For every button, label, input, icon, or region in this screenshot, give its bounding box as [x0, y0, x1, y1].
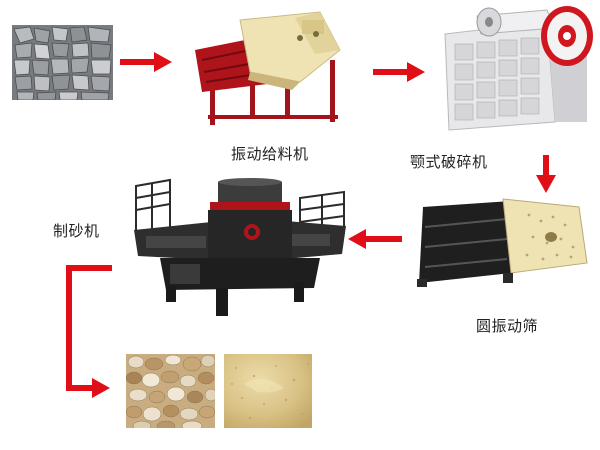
sand-making-machine-icon: [130, 178, 350, 318]
gravel-output-photo: [126, 354, 215, 428]
arrow-jaw-crusher-to-screen: [536, 155, 556, 193]
arrow-sand-maker-to-output: [60, 265, 112, 403]
jaw-crusher-icon: [437, 2, 597, 134]
vibrating-feeder-icon: [190, 10, 350, 128]
arrow-stone-to-feeder: [120, 52, 172, 72]
sand-output-photo: [224, 354, 312, 428]
raw-stone-photo: [12, 25, 113, 100]
label-sand-maker: 制砂机: [53, 222, 100, 240]
arrow-screen-to-sand-maker: [348, 229, 402, 249]
arrow-feeder-to-jaw-crusher: [373, 62, 425, 82]
label-feeder: 振动给料机: [231, 145, 309, 163]
label-jaw-crusher: 颚式破碎机: [410, 153, 488, 171]
label-vibrating-screen: 圆振动筛: [476, 317, 539, 335]
vibrating-screen-icon: [411, 193, 589, 288]
